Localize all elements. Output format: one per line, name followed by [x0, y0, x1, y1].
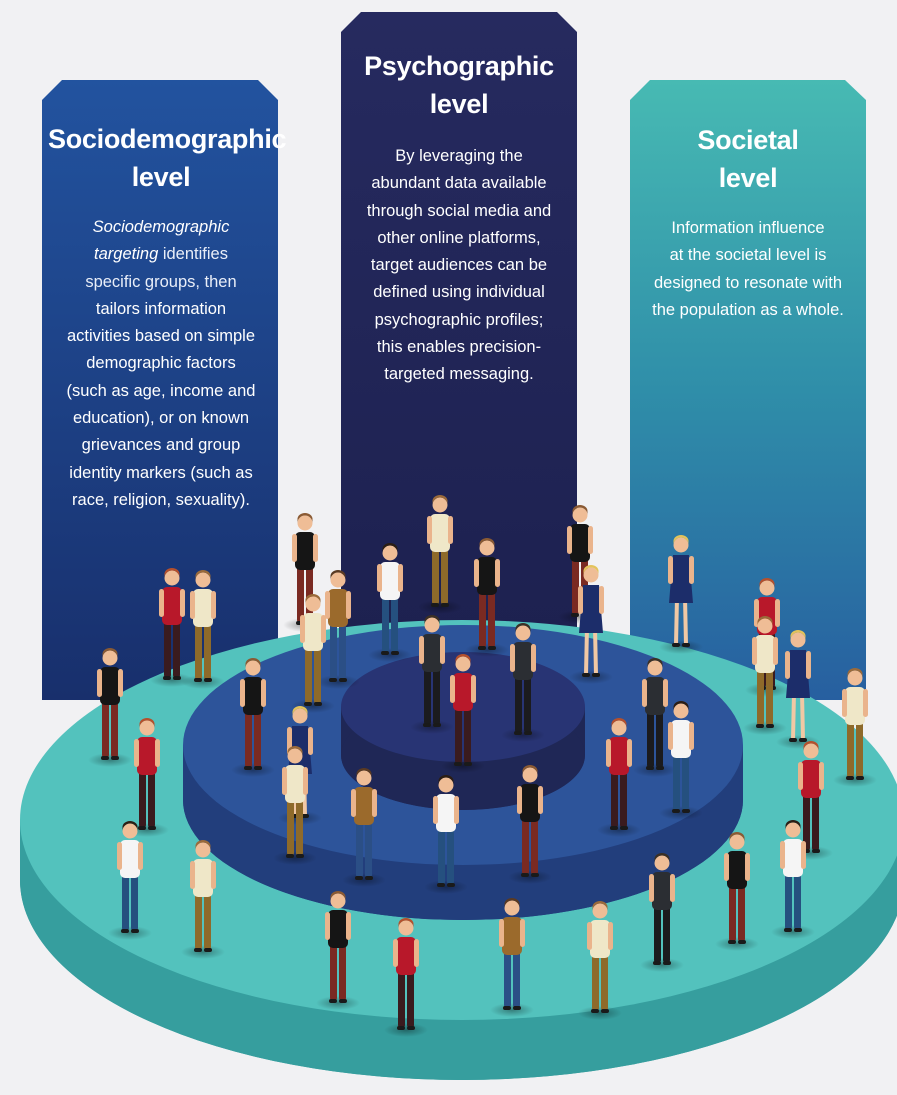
psychographic-description: By leveraging the abundant data availabl…	[348, 143, 570, 389]
psychographic-text-block: Psychographic level By leveraging the ab…	[348, 47, 570, 389]
body-line: grievances and group	[81, 436, 241, 455]
societal-panel	[630, 80, 866, 700]
person-figure-icon	[418, 495, 462, 614]
person-figure-icon	[441, 654, 485, 773]
sociodemographic-body-line3: specific groups, then	[85, 272, 237, 291]
sociodemographic-body-line1: Sociodemographic	[48, 214, 274, 241]
person-figure-icon	[181, 570, 225, 689]
sociodemographic-title-line2: level	[131, 162, 191, 192]
person-figure-icon	[316, 570, 360, 689]
societal-title: Societal level	[634, 121, 862, 197]
body-line: other online platforms,	[377, 228, 541, 247]
person-figure-icon	[833, 668, 877, 787]
person-figure-icon	[181, 840, 225, 959]
body-line: Information influence	[671, 219, 825, 237]
sociodemographic-title-line1: Sociodemographic	[48, 124, 287, 154]
societal-text-block: Societal level Information influence at …	[634, 121, 862, 324]
body-line: identity markers (such as	[69, 463, 253, 482]
sociodemographic-panel	[42, 80, 278, 700]
body-line: at the societal level is	[669, 246, 827, 265]
person-figure-icon	[108, 821, 152, 940]
psychographic-title-line2: level	[429, 89, 489, 119]
person-figure-icon	[508, 765, 552, 884]
person-figure-icon	[490, 898, 534, 1017]
body-line: the population as a whole.	[652, 300, 844, 319]
person-figure-icon	[273, 746, 317, 865]
person-figure-icon	[501, 623, 545, 742]
italic-term-2: targeting	[94, 245, 159, 264]
person-figure-icon	[88, 648, 132, 767]
person-figure-icon	[771, 820, 815, 939]
sociodemographic-description: Sociodemographic targeting identifies sp…	[48, 214, 274, 514]
sociodemographic-body-line2: targeting identifies	[48, 241, 274, 268]
person-figure-icon	[342, 768, 386, 887]
person-figure-icon	[633, 658, 677, 777]
body-line: defined using individual	[373, 283, 545, 302]
person-figure-icon	[776, 630, 820, 749]
person-figure-icon	[715, 832, 759, 951]
body-line: designed to resonate with	[653, 273, 843, 292]
person-figure-icon	[150, 568, 194, 687]
person-figure-icon	[578, 901, 622, 1020]
body-line: By leveraging the	[395, 147, 523, 165]
body-line: targeted messaging.	[384, 365, 534, 384]
person-figure-icon	[410, 615, 454, 734]
person-figure-icon	[743, 616, 787, 735]
body-line: psychographic profiles;	[374, 310, 544, 329]
body-line: this enables precision-	[376, 338, 542, 357]
psychographic-title: Psychographic level	[348, 47, 570, 123]
body-line: (such as age, income and	[66, 381, 256, 400]
body-line: abundant data available	[371, 174, 547, 193]
person-figure-icon	[384, 918, 428, 1037]
person-figure-icon	[640, 853, 684, 972]
body-line: education), or on known	[72, 409, 250, 428]
sociodemographic-text-block: Sociodemographic level Sociodemographic …	[48, 120, 287, 514]
person-figure-icon	[659, 701, 703, 820]
person-figure-icon	[659, 535, 703, 654]
person-figure-icon	[789, 741, 833, 860]
person-figure-icon	[424, 775, 468, 894]
societal-title-line1: Societal	[697, 125, 799, 155]
person-figure-icon	[465, 538, 509, 657]
person-figure-icon	[569, 565, 613, 684]
people-group	[88, 495, 877, 1037]
psychographic-panel	[341, 12, 577, 640]
body-line: race, religion, sexuality).	[72, 490, 250, 509]
psychographic-title-line1: Psychographic	[364, 51, 554, 81]
sociodemographic-title: Sociodemographic level	[48, 120, 287, 196]
societal-description: Information influence at the societal le…	[634, 215, 862, 324]
person-figure-icon	[316, 891, 360, 1010]
body-line: target audiences can be	[370, 256, 548, 275]
person-figure-icon	[231, 658, 275, 777]
body-line: through social media and	[366, 201, 552, 220]
body-line: tailors information	[95, 299, 227, 318]
body-line: demographic factors	[86, 354, 236, 373]
person-figure-icon	[368, 543, 412, 662]
italic-term: Sociodemographic	[92, 218, 230, 236]
person-figure-icon	[597, 718, 641, 837]
societal-title-line2: level	[718, 163, 778, 193]
body-line: activities based on simple	[66, 327, 255, 346]
body-lead-rest: identifies	[158, 245, 228, 264]
